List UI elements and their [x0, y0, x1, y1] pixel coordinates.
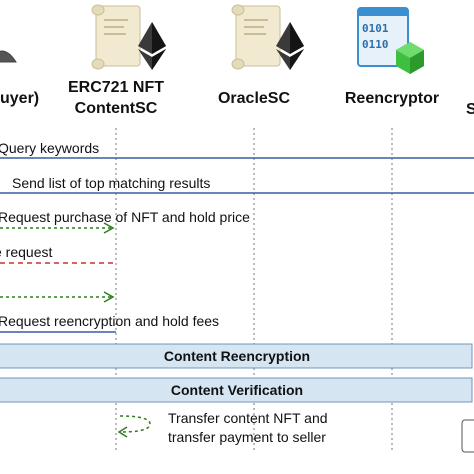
lifelines: [115, 128, 393, 450]
content-reencryption-band: [0, 343, 473, 369]
transfer-label-line2: transfer payment to seller: [168, 429, 326, 445]
reencryptor-label: Reencryptor: [344, 90, 440, 107]
final-return-arrow: [117, 415, 151, 438]
reencrypt-label: Request reencryption and hold fees: [0, 313, 220, 329]
user-icon: [0, 50, 17, 63]
oracle-label: OracleSC: [217, 90, 291, 107]
buyer-label: uyer): [0, 90, 40, 107]
nft-contract-label-line1: ERC721 NFT: [67, 79, 165, 96]
scroll-with-ethereum-icon: [91, 4, 166, 70]
content-verification-label: Content Verification: [170, 382, 304, 398]
transfer-label-line1: Transfer content NFT and: [168, 410, 328, 426]
nft-contract-label-line2: ContentSC: [74, 100, 158, 117]
cutoff-activation-box: [461, 419, 474, 453]
oracle-scroll-ethereum-icon: [231, 4, 304, 70]
content-reencryption-label: Content Reencryption: [163, 348, 311, 364]
send-list-label: Send list of top matching results: [12, 175, 211, 191]
purchase-label: Request purchase of NFT and hold price: [0, 209, 250, 225]
content-verification-band: [0, 377, 473, 403]
purchase-arrowhead: [103, 222, 115, 234]
svg-text:0101: 0101: [362, 22, 389, 35]
cutoff-actor-label: S: [466, 101, 474, 118]
binary-code-window-with-green-cube-icon: 0101 0110: [357, 7, 424, 74]
ack-arrowhead: [103, 291, 115, 303]
messages: [0, 157, 474, 333]
query-keywords-label: Query keywords: [0, 140, 100, 156]
request-label: e request: [0, 244, 53, 260]
svg-text:0110: 0110: [362, 38, 389, 51]
